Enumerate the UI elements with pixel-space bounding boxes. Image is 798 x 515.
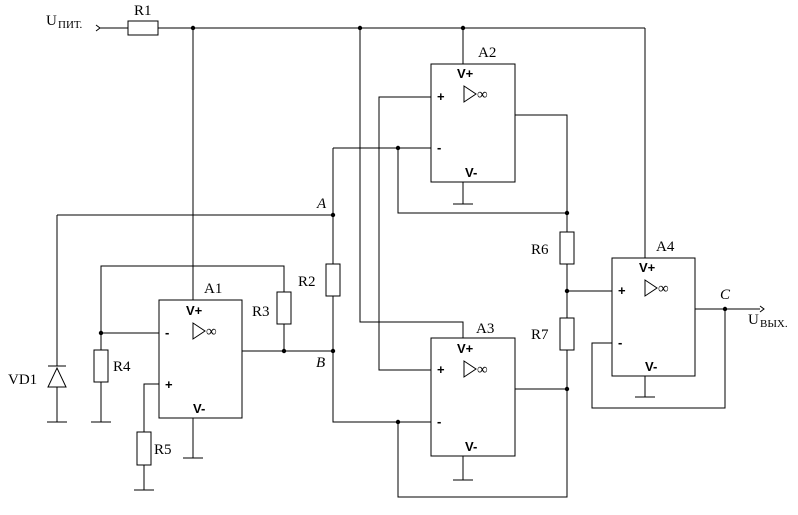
r3-label: R3 (252, 304, 270, 320)
resistors (93, 20, 575, 466)
wire-a2-out (515, 114, 568, 232)
resistor-r4 (93, 349, 109, 383)
labels: U ПИТ. U ВЫХ. A B C R1 R2 R3 R4 R5 R6 R7… (8, 3, 788, 458)
a1-name: A1 (204, 281, 222, 297)
opamp-triangle-icon (192, 322, 206, 340)
supply-label: U (46, 13, 57, 29)
resistor-r2 (325, 263, 341, 297)
node-b-label: B (316, 355, 325, 371)
a1-vminus: V- (193, 401, 205, 416)
a4-name: A4 (656, 239, 675, 255)
wire-r3-loop (100, 265, 285, 333)
junction-dot (564, 210, 570, 216)
opamp-triangle-icon (463, 360, 477, 378)
op-amp-a3 (430, 337, 516, 457)
a3-plus: + (437, 362, 445, 377)
a3-vplus: V+ (457, 341, 474, 356)
r4-label: R4 (113, 359, 131, 375)
supply-label-sub: ПИТ. (58, 19, 83, 31)
junction-dot (395, 419, 401, 425)
wires (56, 24, 765, 498)
a4-vplus: V+ (639, 260, 656, 275)
ground-symbols (47, 203, 655, 491)
a4-minus: - (618, 335, 622, 350)
a3-vminus: V- (465, 439, 477, 454)
node-a-label: A (316, 196, 327, 212)
opamp-triangle-icon (463, 85, 477, 103)
op-amp-a1 (158, 299, 243, 419)
junction-dot (722, 306, 728, 312)
a2-minus: - (437, 140, 441, 155)
wire-supply-arrow (95, 24, 101, 32)
a2-infinity: ∞ (477, 87, 488, 103)
wire-a2-feedback (397, 148, 567, 214)
op-amp-a2 (430, 63, 516, 183)
junction-dot (357, 25, 363, 31)
wire-rail-to-a3 (359, 28, 464, 338)
a1-vplus: V+ (186, 303, 203, 318)
wire-r7-bottom (397, 350, 568, 498)
junction-dot (281, 348, 287, 354)
a3-name: A3 (476, 321, 494, 337)
a2-vplus: V+ (457, 66, 474, 81)
output-label: U (748, 312, 759, 328)
opamp-triangle-icon (644, 279, 658, 297)
r5-label: R5 (154, 442, 172, 458)
wire-output-arrow (759, 305, 765, 313)
junction-dot (564, 288, 570, 294)
resistor-r7 (559, 317, 575, 351)
node-c-label: C (720, 287, 731, 303)
resistor-r1 (127, 20, 159, 36)
op-amps (158, 63, 696, 457)
junction-dot (395, 145, 401, 151)
wire-a2-plus (378, 96, 431, 371)
a1-plus: + (165, 377, 173, 392)
junction-dot (190, 25, 196, 31)
a4-vminus: V- (645, 359, 657, 374)
junction-dot (330, 212, 336, 218)
diode-vd1 (47, 365, 67, 388)
resistor-r5 (136, 431, 152, 466)
junction-dot (564, 386, 570, 392)
a4-infinity: ∞ (658, 281, 669, 297)
a2-vminus: V- (465, 165, 477, 180)
a4-plus: + (618, 283, 626, 298)
wire-a1-plus (143, 383, 159, 432)
r6-label: R6 (531, 242, 549, 258)
r7-label: R7 (531, 327, 549, 343)
a2-plus: + (437, 89, 445, 104)
vd1-label: VD1 (8, 372, 37, 388)
diode-vd1-triangle (47, 366, 67, 388)
junction-dot (460, 25, 466, 31)
junction-dot (98, 330, 104, 336)
r2-label: R2 (298, 274, 316, 290)
r1-label: R1 (134, 3, 152, 19)
a3-minus: - (437, 414, 441, 429)
a2-name: A2 (478, 45, 496, 61)
resistor-r6 (559, 231, 575, 265)
wire-a4-feedback (591, 309, 726, 409)
wire-r2-to-b (332, 296, 431, 423)
a3-infinity: ∞ (477, 362, 488, 378)
op-amp-a4 (611, 257, 696, 377)
a1-infinity: ∞ (206, 324, 217, 340)
output-label-sub: ВЫХ. (760, 318, 788, 330)
resistor-r3 (276, 291, 292, 325)
a1-minus: - (165, 325, 169, 340)
junction-dots (98, 25, 728, 425)
junction-dot (330, 348, 336, 354)
